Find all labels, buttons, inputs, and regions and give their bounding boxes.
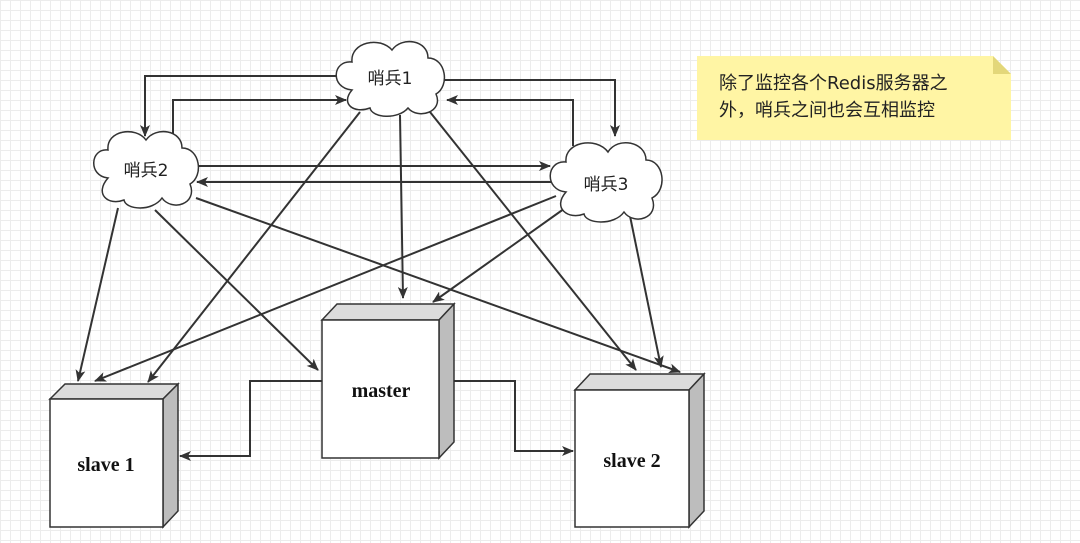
note-line-2: 外，哨兵之间也会互相监控 xyxy=(719,100,935,121)
s2-monitor-master xyxy=(154,209,319,371)
sticky-note: 除了监控各个Redis服务器之 外，哨兵之间也会互相监控 xyxy=(697,56,1011,140)
s3-monitor-master xyxy=(432,205,569,303)
s3-monitor-slave1 xyxy=(94,195,557,382)
link-s3-to-s1 xyxy=(446,95,574,146)
sentinel-3: 哨兵3 xyxy=(549,142,663,223)
cloud-icon xyxy=(335,40,446,117)
slave-1-box: slave 1 xyxy=(48,382,180,529)
master-box: master xyxy=(320,302,456,460)
sentinel-links xyxy=(140,75,620,187)
master-box-top xyxy=(320,303,456,321)
s1-monitor-slave2 xyxy=(429,111,637,371)
cloud-icon xyxy=(549,142,663,223)
link-master-to-slave1 xyxy=(179,380,322,461)
sentinel-1: 哨兵1 xyxy=(335,40,446,117)
link-s1-to-s2 xyxy=(140,75,345,137)
replication-links xyxy=(179,380,574,461)
slave-1-box-side xyxy=(162,382,179,529)
slave-2-label: slave 2 xyxy=(603,450,660,472)
s2-monitor-slave2 xyxy=(195,197,681,373)
note-line-1: 除了监控各个Redis服务器之 xyxy=(719,73,948,94)
slave-1-label: slave 1 xyxy=(77,454,134,476)
slave-2-box-top xyxy=(573,373,706,391)
link-master-to-slave2 xyxy=(454,380,574,456)
s2-monitor-slave1 xyxy=(75,207,119,382)
slave-2-box-front xyxy=(574,389,690,528)
s3-monitor-slave2 xyxy=(629,215,664,368)
sentinel-3-label: 哨兵3 xyxy=(584,175,629,195)
s1-monitor-slave1 xyxy=(147,111,361,383)
link-s2-to-s1 xyxy=(172,95,347,140)
master-box-front xyxy=(321,319,440,459)
slave-2-box-side xyxy=(688,372,705,529)
sentinel-2: 哨兵2 xyxy=(93,130,200,209)
master-box-side xyxy=(438,302,455,460)
s1-monitor-master xyxy=(397,114,408,299)
link-s1-to-s3 xyxy=(438,79,620,137)
master-label: master xyxy=(352,380,411,402)
monitor-links xyxy=(75,111,681,383)
slave-1-box-front xyxy=(49,398,164,528)
sentinel-1-label: 哨兵1 xyxy=(368,69,413,89)
slave-2-box: slave 2 xyxy=(573,372,706,529)
cloud-icon xyxy=(93,130,200,209)
slave-1-box-top xyxy=(48,383,180,400)
sentinel-2-label: 哨兵2 xyxy=(124,161,169,181)
